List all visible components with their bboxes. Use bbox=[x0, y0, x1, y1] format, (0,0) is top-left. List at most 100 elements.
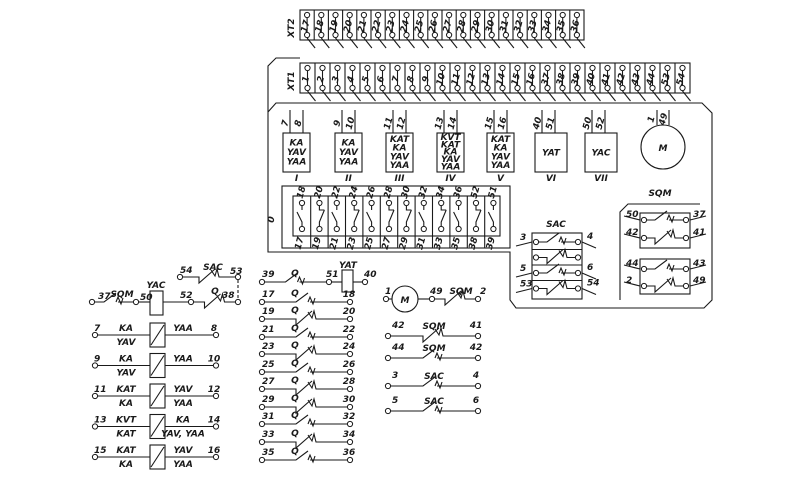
sac-contact bbox=[183, 266, 235, 285]
terminal-point bbox=[531, 11, 538, 19]
aux-left-number: 3 bbox=[392, 371, 398, 381]
relay-left-top-label: KVT bbox=[116, 416, 137, 426]
q-contact bbox=[194, 291, 235, 310]
terminal-point bbox=[91, 453, 99, 461]
terminal-point bbox=[332, 31, 339, 39]
device-coil-label: KAT bbox=[390, 135, 410, 145]
terminal-point bbox=[384, 382, 392, 390]
q-contact-label: Q bbox=[291, 376, 299, 386]
sac-left-number: 3 bbox=[520, 233, 526, 243]
sqm-contact-label: SQM bbox=[110, 290, 133, 300]
q-right-number: 28 bbox=[343, 377, 356, 387]
terminal-point bbox=[385, 225, 393, 233]
terminal-number: 7 bbox=[391, 74, 402, 83]
terminal-point bbox=[634, 84, 641, 92]
terminal-point bbox=[132, 298, 140, 306]
relay-right-number: 8 bbox=[211, 324, 217, 334]
yac-coil-label: YAC bbox=[147, 281, 166, 291]
terminal-point bbox=[574, 285, 582, 292]
q-contact bbox=[388, 206, 395, 226]
sqm-lead bbox=[689, 233, 707, 239]
terminal-point bbox=[346, 368, 354, 376]
terminal-number: 29 bbox=[470, 19, 483, 34]
q-right-number: 24 bbox=[343, 342, 356, 352]
q-contact bbox=[331, 206, 338, 226]
terminal-point bbox=[460, 11, 467, 19]
terminal-number: 31 bbox=[499, 19, 512, 34]
relay-right-top-label: YAV bbox=[174, 385, 194, 395]
aux-contact-label: SAC bbox=[424, 372, 444, 382]
sqm-contact bbox=[647, 210, 683, 224]
terminal-point bbox=[318, 31, 325, 39]
relay-right-bottom-label: YAA bbox=[173, 399, 193, 409]
terminal-point bbox=[351, 225, 358, 233]
terminal-point bbox=[679, 84, 686, 92]
terminal-lead bbox=[562, 37, 572, 49]
sac-right-number: 6 bbox=[587, 263, 593, 273]
device-coil-label: YAA bbox=[339, 158, 359, 168]
yat-coil bbox=[341, 269, 354, 293]
motor-left-number: 1 bbox=[385, 287, 391, 297]
q-contact-label: Q bbox=[211, 287, 219, 297]
q-contact bbox=[487, 206, 494, 226]
q-contact bbox=[405, 206, 412, 226]
sac-lead bbox=[581, 241, 597, 249]
terminal-point bbox=[640, 265, 648, 273]
aux-contact-label: SQM bbox=[422, 322, 445, 332]
terminal-point bbox=[212, 331, 220, 339]
terminal-point bbox=[403, 31, 410, 39]
q-top-number: 51 bbox=[487, 185, 500, 200]
terminal-point bbox=[431, 31, 438, 39]
q-contact-label: Q bbox=[291, 269, 299, 279]
q-contact bbox=[453, 206, 460, 226]
terminal-point bbox=[484, 64, 491, 72]
terminal-point bbox=[484, 84, 491, 92]
terminal-point bbox=[499, 84, 506, 92]
yac-mid-number: 50 bbox=[140, 293, 153, 303]
sqm-block-label: SQM bbox=[648, 189, 671, 199]
sac-block bbox=[531, 232, 583, 300]
terminal-point bbox=[559, 64, 566, 72]
q-contact bbox=[265, 272, 326, 286]
q-left-number: 29 bbox=[262, 395, 275, 405]
sqm-lead bbox=[689, 215, 707, 221]
terminal-point bbox=[502, 11, 509, 19]
device-box-V bbox=[486, 132, 515, 173]
device-coil-label: YAV bbox=[491, 152, 511, 162]
aux-contact bbox=[391, 325, 475, 344]
terminal-point bbox=[649, 64, 656, 72]
terminal-number: 4 bbox=[346, 75, 358, 85]
q-top-number: 18 bbox=[296, 185, 309, 200]
terminal-number: 34 bbox=[541, 19, 554, 34]
terminal-point bbox=[474, 407, 482, 415]
aux-contact bbox=[391, 401, 475, 415]
q-contact bbox=[265, 343, 347, 362]
terminal-point bbox=[319, 84, 326, 92]
terminal-point bbox=[346, 385, 354, 393]
terminal-number: 36 bbox=[570, 19, 583, 34]
device-coil-label: YAA bbox=[390, 161, 410, 171]
q-top-number: 20 bbox=[313, 185, 326, 200]
terminal-number: 23 bbox=[385, 19, 398, 34]
terminal-point bbox=[212, 453, 220, 461]
relay-coil-hatch bbox=[150, 416, 165, 437]
device-terminal-number: 50 bbox=[582, 116, 595, 131]
sqm-lead bbox=[623, 281, 641, 287]
terminal-point bbox=[428, 295, 436, 303]
aux-right-number: 6 bbox=[473, 396, 479, 406]
device-terminal-number: 15 bbox=[484, 116, 497, 131]
q-bottom-number: 35 bbox=[450, 236, 463, 251]
relay-left-bottom-label: YAV bbox=[117, 369, 137, 379]
q-bottom-number: 39 bbox=[485, 236, 498, 251]
terminal-point bbox=[514, 64, 521, 72]
terminal-point bbox=[364, 84, 371, 92]
q-top-number: 22 bbox=[330, 185, 343, 200]
terminal-point bbox=[394, 64, 401, 72]
terminal-point bbox=[304, 31, 311, 39]
relay-right-number: 12 bbox=[208, 385, 221, 395]
q-top-number: 28 bbox=[383, 185, 396, 200]
terminal-number: 33 bbox=[527, 19, 540, 34]
terminal-point bbox=[619, 64, 626, 72]
terminal-number: 1 bbox=[301, 75, 312, 84]
terminal-point bbox=[334, 84, 341, 92]
